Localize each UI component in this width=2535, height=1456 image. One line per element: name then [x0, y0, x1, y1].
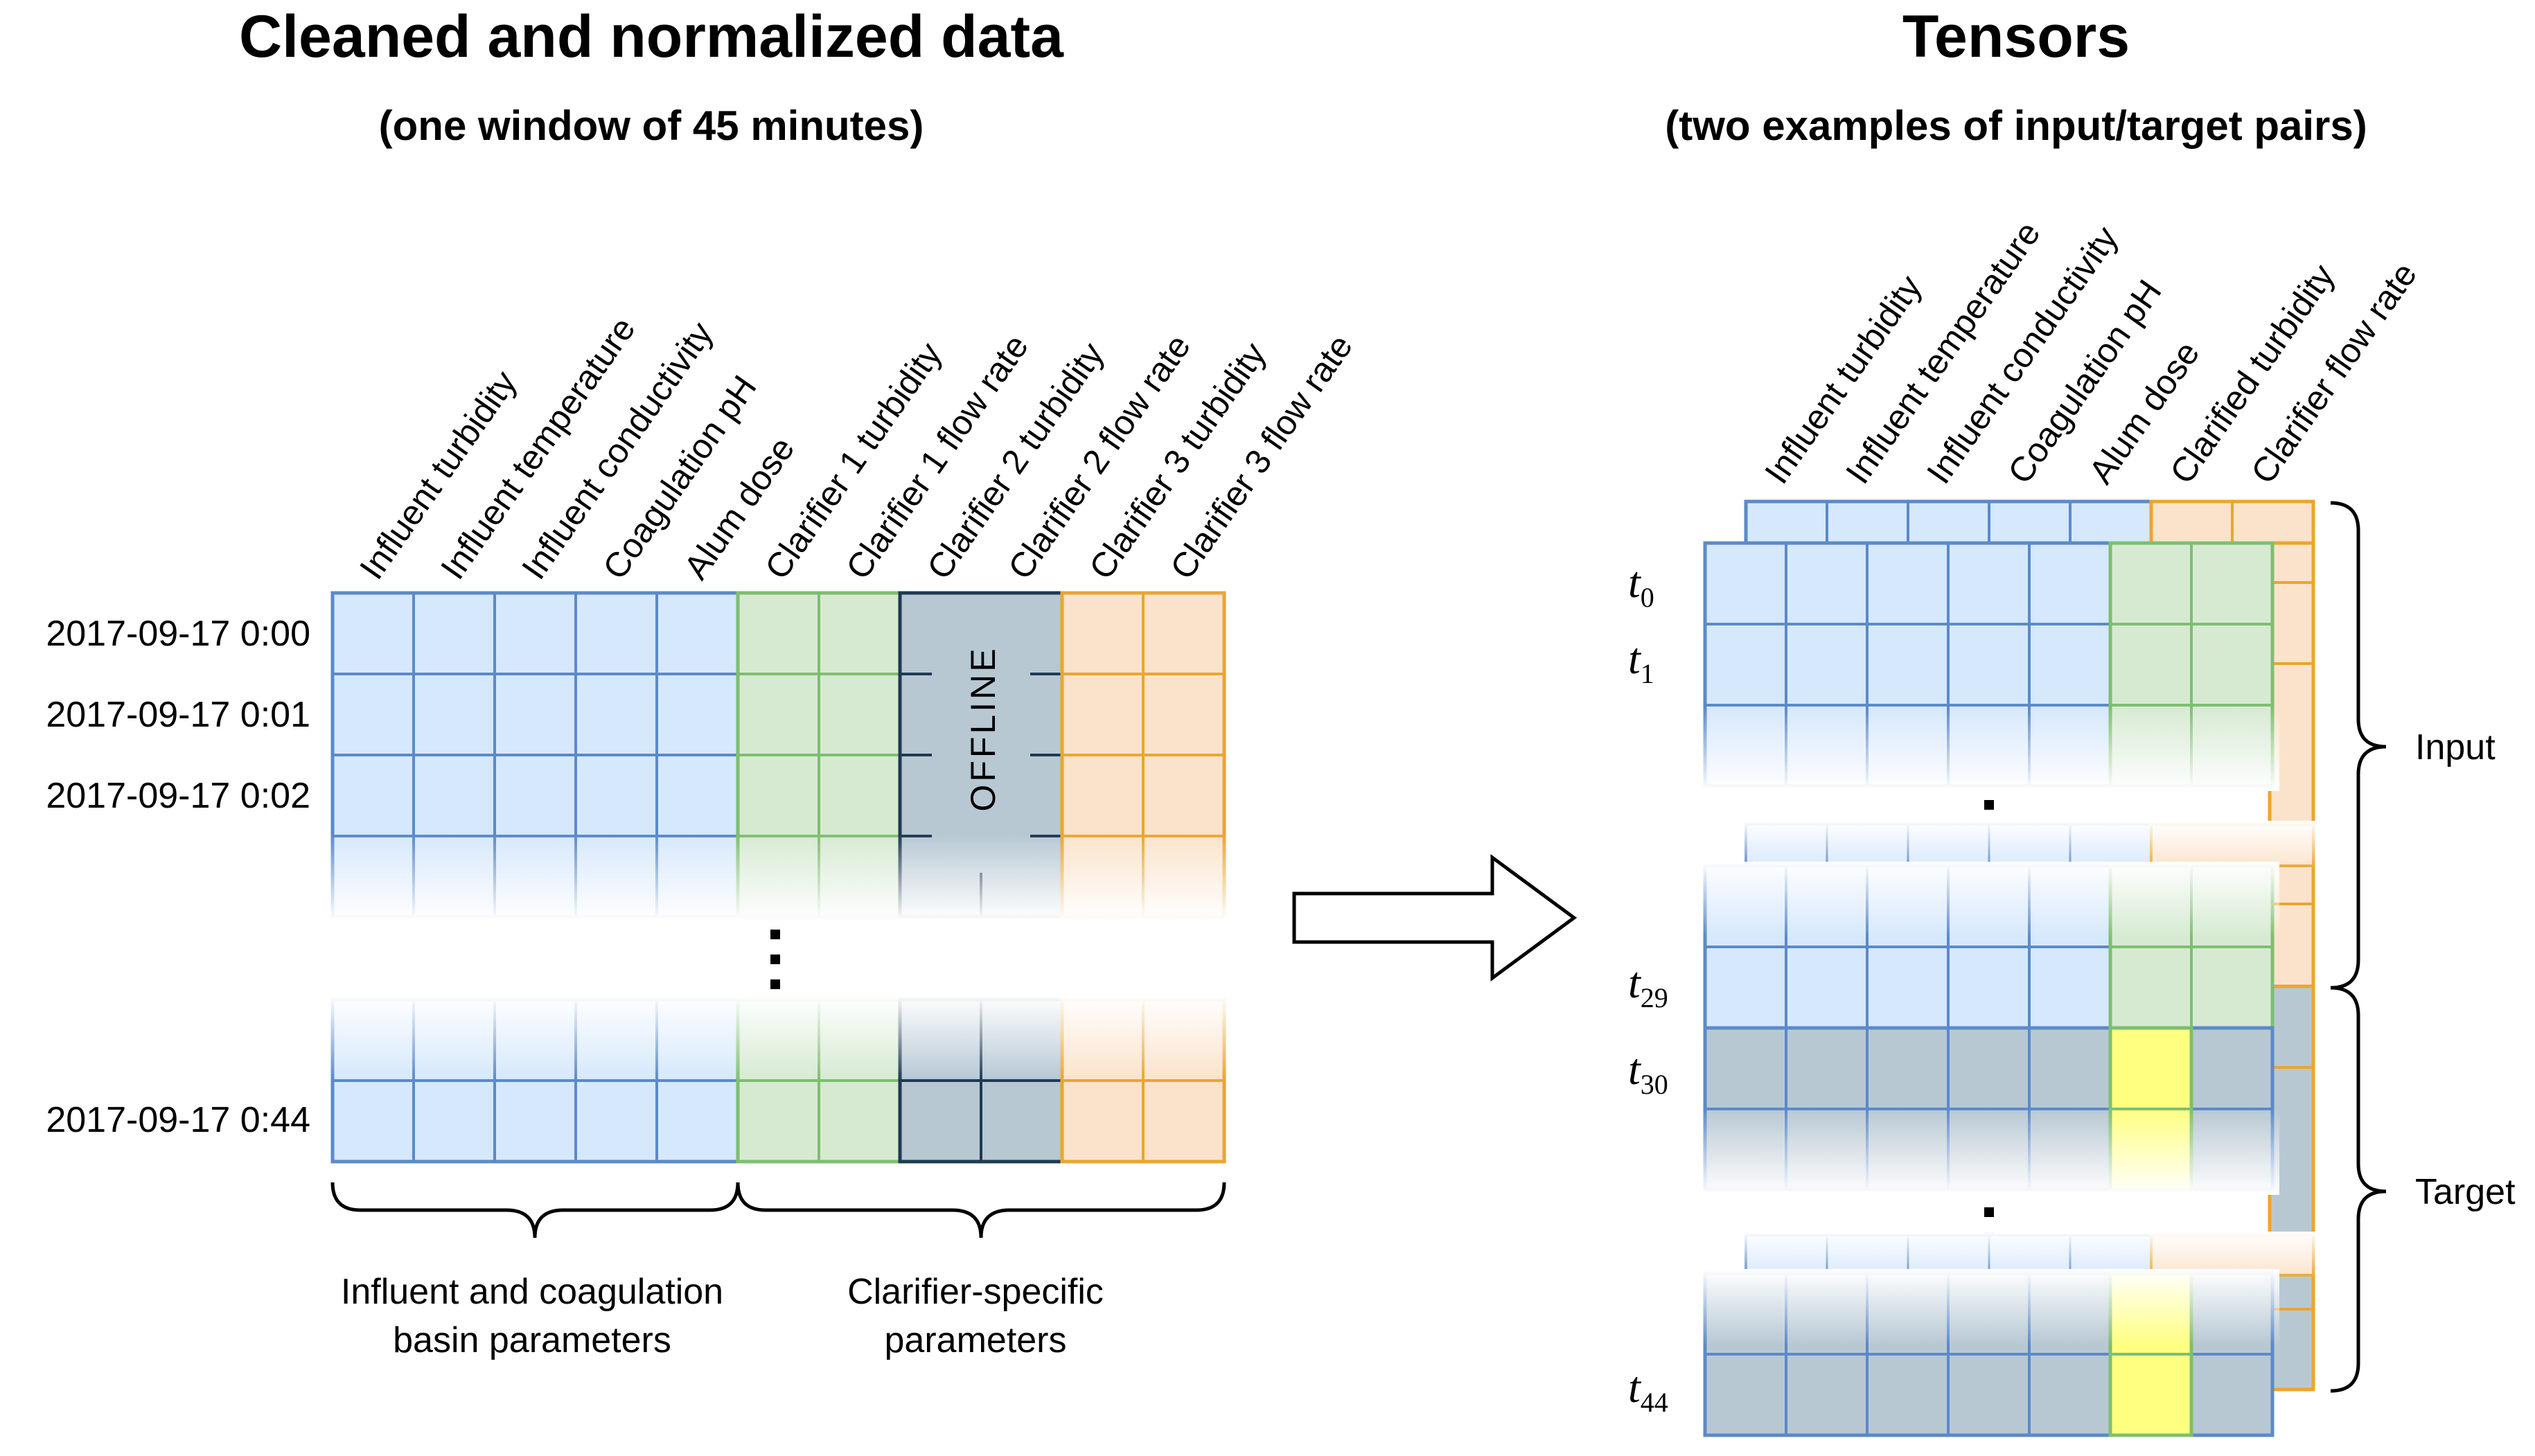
left-grid-bottom [326, 995, 1233, 1164]
side-braces [2330, 501, 2387, 1393]
row-label-0001: 2017-09-17 0:01 [46, 695, 310, 735]
clarifier-brace [736, 1182, 1226, 1239]
left-grid-bottom-fade [326, 995, 1233, 1081]
left-column-headers: Influent turbidity Influent temperature … [352, 310, 1360, 587]
right-title: Tensors [1902, 3, 2130, 70]
clarifier1-block-top-lines [738, 593, 900, 917]
bottom-braces [330, 1182, 1226, 1239]
offline-label: OFFLINE [964, 646, 1002, 811]
right-column-headers: Influent turbidity Influent temperature … [1757, 215, 2424, 491]
influent-brace [330, 1182, 740, 1239]
front-tensor-mid [1699, 862, 2279, 1195]
time-label-t30: t30 [1628, 1045, 1668, 1100]
time-label-t0: t0 [1628, 558, 1654, 613]
left-subtitle: (one window of 45 minutes) [379, 103, 924, 149]
clarifier-group-caption-line1: Clarifier-specific [847, 1272, 1104, 1312]
influent-group-caption-line1: Influent and coagulation [341, 1272, 723, 1312]
target-brace [2330, 986, 2387, 1393]
front-tensor-input-fade [1699, 707, 2279, 791]
left-panel: Cleaned and normalized data (one window … [46, 3, 1360, 1360]
left-row-labels: 2017-09-17 0:00 2017-09-17 0:01 2017-09-… [46, 614, 310, 1140]
time-label-t1: t1 [1628, 634, 1654, 689]
row-label-0000: 2017-09-17 0:00 [46, 614, 310, 654]
front-tensor-bottom [1699, 1269, 2279, 1437]
input-brace [2330, 501, 2387, 990]
target-label: Target [2415, 1172, 2516, 1212]
influent-group-caption-line2: basin parameters [393, 1320, 671, 1360]
right-subtitle: (two examples of input/target pairs) [1665, 103, 2367, 149]
left-grid-top-fade [326, 834, 1233, 921]
back-tensor [1744, 499, 2315, 1392]
clarifier-group-caption-line2: parameters [885, 1320, 1067, 1360]
time-labels: t0 t1 t29 t30 t44 [1628, 558, 1668, 1418]
time-label-t29: t29 [1628, 958, 1668, 1013]
row-label-0002: 2017-09-17 0:02 [46, 776, 310, 816]
influent-block-top-lines [333, 593, 738, 917]
front-tensor-input-top [1699, 541, 2279, 791]
left-ellipsis [770, 930, 780, 989]
right-panel: Tensors (two examples of input/target pa… [1628, 3, 2516, 1437]
row-label-0044: 2017-09-17 0:44 [46, 1100, 310, 1140]
input-label: Input [2415, 727, 2496, 767]
transform-arrow [1292, 854, 1578, 982]
clarifier3-block-top-lines [1062, 593, 1224, 917]
left-title: Cleaned and normalized data [239, 3, 1064, 70]
left-grid-top: OFFLINE [326, 591, 1233, 921]
time-label-t44: t44 [1628, 1362, 1668, 1418]
